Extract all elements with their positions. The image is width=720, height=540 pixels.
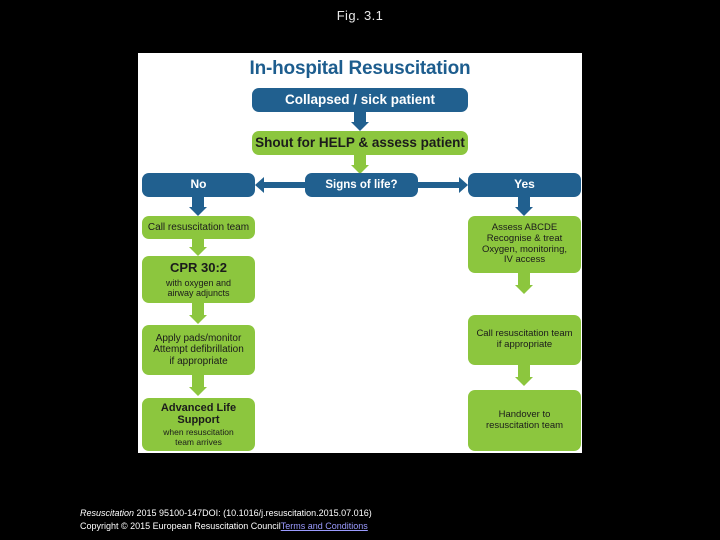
footer: Resuscitation 2015 95100-147DOI: (10.101… <box>80 507 372 533</box>
node-yes[interactable]: Yes <box>468 173 581 197</box>
node-cpr-sub-line2: airway adjuncts <box>167 287 230 298</box>
node-call-resuscitation-team[interactable]: Call resuscitation team <box>142 216 255 239</box>
node-assess-abcde[interactable]: Assess ABCDE Recognise & treat Oxygen, m… <box>468 216 581 273</box>
node-assess-abcde-line4: IV access <box>503 254 546 266</box>
node-als-sub-line1: when resuscitation <box>163 427 234 438</box>
node-call-resuscitation-team-label: Call resuscitation team <box>147 221 250 233</box>
node-shout-for-help[interactable]: Shout for HELP & assess patient <box>252 131 468 155</box>
node-call-team-if-line1: Call resuscitation team <box>476 328 573 340</box>
footer-citation-journal: Resuscitation <box>80 508 135 518</box>
node-als-main: Advanced Life Support <box>160 401 237 426</box>
diagram-panel: In-hospital Resuscitation Collapsed / si… <box>138 53 582 453</box>
node-apply-pads-line3: if appropriate <box>169 355 228 367</box>
node-handover[interactable]: Handover to resuscitation team <box>468 390 581 451</box>
terms-and-conditions-link[interactable]: Terms and Conditions <box>280 521 368 532</box>
node-handover-line1: Handover to <box>498 408 551 420</box>
figure-label: Fig. 3.1 <box>336 8 384 23</box>
node-yes-label: Yes <box>514 177 535 192</box>
footer-citation: Resuscitation 2015 95100-147DOI: (10.101… <box>80 507 372 520</box>
node-assess-abcde-line2: Recognise & treat <box>486 232 563 244</box>
node-no-label: No <box>190 177 207 192</box>
footer-citation-details: 2015 95100-147DOI: (10.1016/j.resuscitat… <box>134 508 372 518</box>
footer-copyright: Copyright © 2015 European Resuscitation … <box>80 521 281 532</box>
node-apply-pads-line2: Attempt defibrillation <box>153 344 244 356</box>
node-apply-pads-line1: Apply pads/monitor <box>155 333 242 345</box>
node-collapsed-sick-patient[interactable]: Collapsed / sick patient <box>252 88 468 112</box>
node-no[interactable]: No <box>142 173 255 197</box>
diagram-title: In-hospital Resuscitation <box>249 58 471 79</box>
node-assess-abcde-line3: Oxygen, monitoring, <box>481 243 567 255</box>
node-cpr-sub-line1: with oxygen and <box>165 277 232 288</box>
node-advanced-life-support[interactable]: Advanced Life Support when resuscitation… <box>142 398 255 451</box>
node-assess-abcde-line1: Assess ABCDE <box>491 222 558 234</box>
node-signs-of-life-label: Signs of life? <box>325 178 398 191</box>
node-als-sub-line2: team arrives <box>175 436 222 447</box>
node-cpr[interactable]: CPR 30:2 with oxygen and airway adjuncts <box>142 256 255 303</box>
node-cpr-main: CPR 30:2 <box>169 260 228 276</box>
node-call-team-if-line2: if appropriate <box>496 339 553 350</box>
footer-copyright-line: Copyright © 2015 European Resuscitation … <box>80 520 372 533</box>
node-signs-of-life[interactable]: Signs of life? <box>305 173 418 197</box>
node-call-team-if-appropriate[interactable]: Call resuscitation team if appropriate <box>468 315 581 365</box>
node-apply-pads[interactable]: Apply pads/monitor Attempt defibrillatio… <box>142 325 255 375</box>
node-handover-line2: resuscitation team <box>485 419 564 431</box>
node-shout-for-help-label: Shout for HELP & assess patient <box>255 135 465 151</box>
node-collapsed-sick-patient-label: Collapsed / sick patient <box>284 92 436 108</box>
